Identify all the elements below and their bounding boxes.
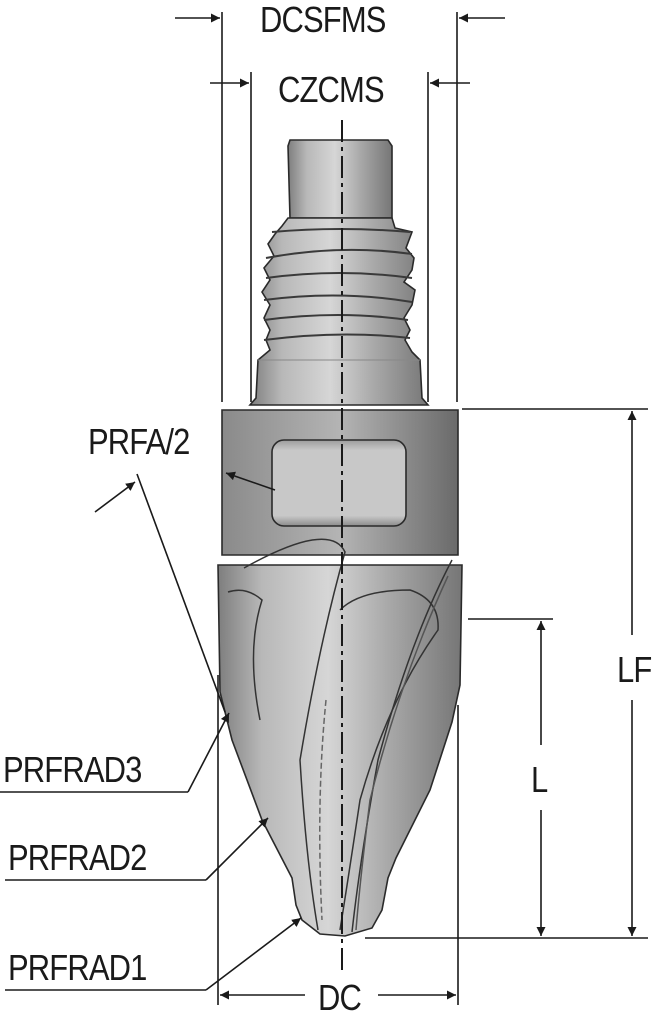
cutter-body — [217, 139, 463, 937]
thread-lines — [263, 228, 413, 341]
flute-lines — [227, 538, 453, 933]
label-prfrad3: PRFRAD3 — [3, 749, 142, 790]
thread-section — [248, 217, 430, 406]
label-prfrad2: PRFRAD2 — [8, 837, 147, 878]
label-prfa-half: PRFA/2 — [88, 421, 190, 462]
cutting-head — [217, 564, 463, 937]
spigot — [287, 139, 393, 219]
wrench-flat — [271, 439, 407, 527]
label-dcsfms: DCSFMS — [260, 0, 386, 40]
label-dc: DC — [318, 977, 362, 1018]
label-l: L — [531, 759, 548, 800]
label-lf: LF — [617, 649, 652, 690]
label-czcms: CZCMS — [278, 69, 385, 110]
label-prfrad1: PRFRAD1 — [8, 947, 147, 988]
dimension-lines — [0, 12, 648, 1005]
